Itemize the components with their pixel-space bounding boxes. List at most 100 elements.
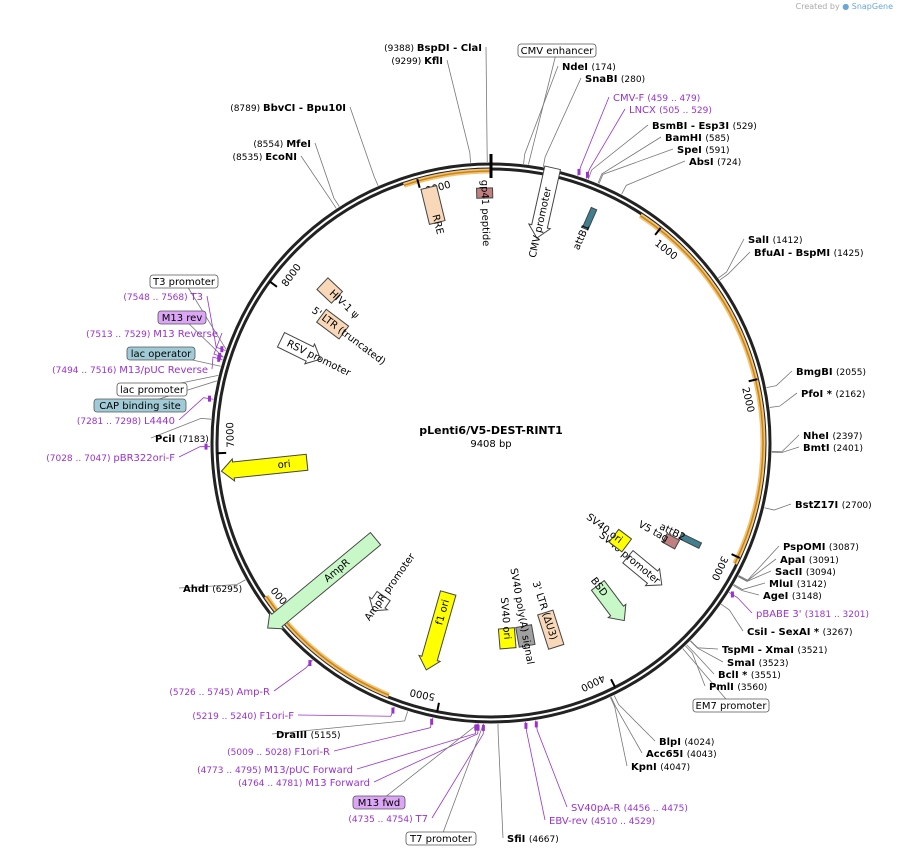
- feature-label-gp41-peptide: gp41 peptide: [478, 180, 491, 247]
- site-leader-kpni: [610, 697, 628, 767]
- boxed-label-lac-promoter: lac promoter: [120, 385, 185, 396]
- primer-mark-sv40pa-r: [534, 721, 538, 728]
- site-name: ApaI: [780, 555, 809, 566]
- site-position: (8789): [230, 104, 263, 114]
- tick-5000: [436, 702, 440, 712]
- tick-1000: [654, 227, 662, 236]
- site-name: AhdI: [183, 584, 212, 595]
- site-leader-absi: [621, 160, 686, 195]
- primer-mark-ebv-rev: [524, 722, 528, 729]
- arc-1000: [639, 215, 764, 564]
- feature-shape-3-ltr-u3: [537, 609, 565, 650]
- site-leader-bmgbi: [766, 370, 793, 389]
- feature-shape-hiv-1: [316, 277, 344, 304]
- primer-name: pBR322ori-F: [113, 453, 175, 464]
- site-leader-sali: [718, 238, 745, 279]
- site-position: (3148): [792, 592, 822, 602]
- site-mfei: (8554) MfeI: [253, 139, 311, 150]
- site-position: (724): [717, 158, 741, 168]
- feature-f1-ori: [418, 590, 457, 671]
- site-sfii: SfiI (4667): [507, 834, 559, 845]
- site-position: (3523): [759, 659, 789, 669]
- feature-label-cmv-promoter: CMV promoter: [528, 185, 555, 259]
- primer-position: (4510 .. 4529): [591, 817, 655, 827]
- primer-position: (7513 .. 7529): [86, 330, 153, 340]
- boxed-label-cmv-enhancer: CMV enhancer: [521, 46, 595, 57]
- primer-position: (5726 .. 5745): [169, 688, 236, 698]
- site-sali: SalI (1412): [748, 235, 803, 246]
- primer-mark-l4440: [207, 395, 211, 402]
- site-position: (5155): [311, 731, 341, 741]
- primers: CMV-F (459 .. 479)LNCX (505 .. 529)pBABE…: [46, 93, 869, 827]
- primer-mark-amp-r: [308, 660, 312, 667]
- site-position: (4667): [529, 835, 559, 845]
- primer-name: pBABE 3': [756, 609, 805, 620]
- boxed-leader-m13-fwd: [378, 723, 479, 803]
- primer-position: (4456 .. 4475): [624, 804, 688, 814]
- primer-mark-cmv-f: [577, 168, 581, 175]
- boxed-lac-promoter: lac promoter: [116, 382, 188, 397]
- boxed-bg-m13-rev: [157, 310, 207, 325]
- primer-t7: (4735 .. 4754) T7: [348, 814, 428, 825]
- feature-label-ori: ori: [277, 459, 291, 471]
- site-name: AgeI: [763, 591, 792, 602]
- site-name: MfeI: [286, 139, 311, 150]
- site-bfuai-bspmi: BfuAI - BspMI (1425): [754, 248, 864, 259]
- plasmid-length: 9408 bp: [470, 439, 511, 450]
- boxed-label-em7-promoter: EM7 promoter: [696, 701, 768, 712]
- site-pspomi: PspOMI (3087): [783, 542, 859, 553]
- primer-leader-sv40pa-r: [535, 720, 568, 808]
- tick-9000: [416, 178, 421, 189]
- site-pfoi: PfoI * (2162): [801, 389, 865, 400]
- feature-shape-attb2: [678, 532, 703, 549]
- boxed-bg-cap-binding-site: [93, 398, 187, 413]
- primer-name: M13/pUC Reverse: [119, 365, 208, 376]
- primer-m13-puc-forward: (4773 .. 4795) M13/pUC Forward: [197, 765, 353, 776]
- site-spei: SpeI (591): [677, 145, 730, 156]
- site-leader-snabi: [542, 77, 582, 167]
- site-snabi: SnaBI (280): [585, 74, 645, 85]
- feature-label-sv40-ori: SV40 ori: [498, 597, 512, 640]
- site-kpni: KpnI (4047): [631, 762, 690, 773]
- site-smai: SmaI (3523): [727, 658, 789, 669]
- primer-name: T3: [190, 292, 203, 303]
- primer-mark-f1ori-f: [391, 707, 395, 714]
- site-position: (3142): [797, 580, 827, 590]
- primer-name: F1ori-R: [294, 747, 330, 758]
- site-name: SacII: [775, 567, 806, 578]
- feature-shape-ampr-promoter: [368, 590, 391, 612]
- primer-position: (4764 .. 4781): [238, 779, 305, 789]
- tick-label-2000: 2000: [739, 386, 756, 413]
- site-leader-sfii: [497, 723, 504, 839]
- primer-m13-forward: (4764 .. 4781) M13 Forward: [238, 778, 370, 789]
- primer-ebv-rev: EBV-rev (4510 .. 4529): [549, 816, 655, 827]
- primer-leader-t7: [431, 723, 484, 819]
- site-econi: (8535) EcoNI: [232, 152, 297, 163]
- site-position: (8554): [253, 140, 286, 150]
- boxed-label-t3-promoter: T3 promoter: [152, 277, 216, 288]
- feature-hiv-1: [316, 277, 344, 304]
- credit-brand: SnapGene: [851, 2, 893, 11]
- boxed-bg-cmv-enhancer: [517, 43, 597, 58]
- site-leader-sacii: [738, 570, 772, 582]
- site-leader-pcii: [150, 417, 212, 439]
- primer-pbr322ori-f: (7028 .. 7047) pBR322ori-F: [46, 453, 175, 464]
- boxed-bg-t7-promoter: [405, 831, 477, 846]
- primer-pbabe-3: pBABE 3' (3181 .. 3201): [756, 609, 869, 620]
- site-name: BsmBI - Esp3I: [652, 121, 733, 132]
- feature-rsv-promoter: [276, 331, 322, 365]
- site-name: PspOMI: [783, 542, 829, 553]
- site-name: BspDI - ClaI: [417, 43, 482, 54]
- site-leader-nhei: [771, 434, 800, 453]
- site-mlui: MluI (3142): [769, 579, 827, 590]
- site-pcii: PciI (7183): [155, 434, 209, 445]
- site-leader-spei: [598, 148, 674, 184]
- primer-lncx: LNCX (505 .. 529): [629, 105, 712, 116]
- site-name: KpnI: [631, 762, 660, 773]
- boxed-label-cap-binding-site: CAP binding site: [99, 401, 181, 412]
- feature-label-ampr-promoter: AmpR promoter: [363, 551, 418, 623]
- primer-sv40pa-r: SV40pA-R (4456 .. 4475): [571, 803, 688, 814]
- snapgene-logo-icon: ●: [842, 2, 850, 11]
